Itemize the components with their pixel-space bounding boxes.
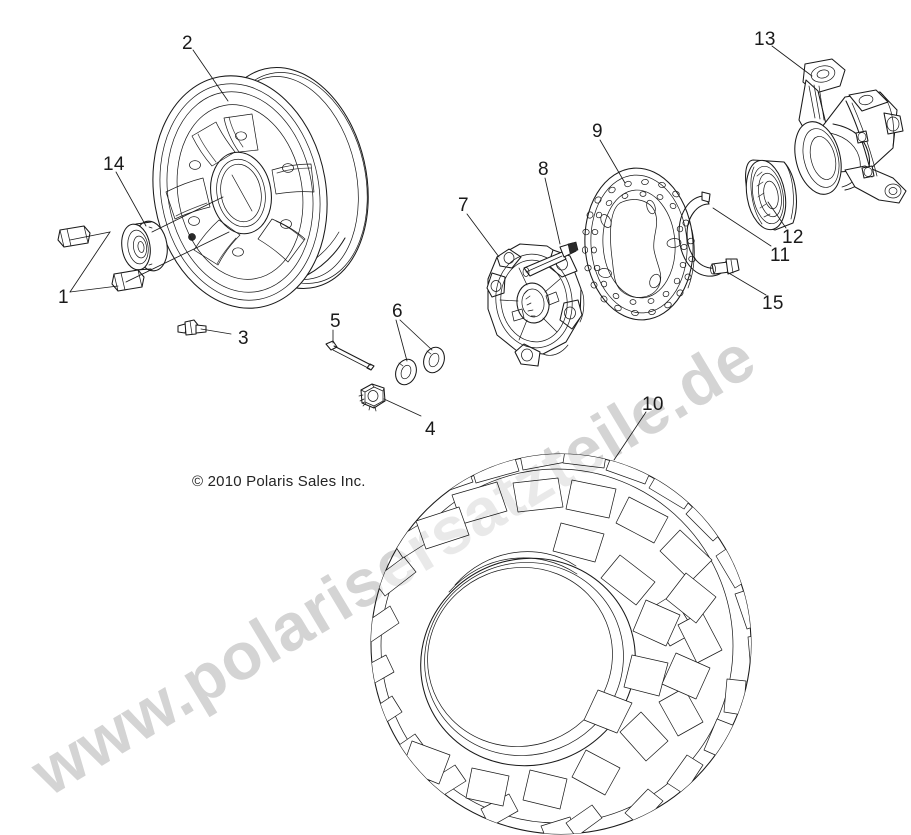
part-washer-b — [423, 346, 445, 374]
part-valve-stem — [177, 319, 207, 336]
callout-5: 5 — [330, 311, 341, 332]
part-steering-knuckle — [794, 58, 907, 204]
part-brake-disc — [581, 167, 696, 321]
callout-11: 11 — [770, 245, 791, 266]
part-knuckle-bolt — [710, 258, 740, 275]
callout-2: 2 — [182, 33, 193, 54]
part-tire — [370, 453, 752, 835]
part-hub-nut — [358, 383, 386, 412]
callout-12: 12 — [782, 227, 804, 248]
callout-8: 8 — [538, 159, 549, 180]
leader-lines — [69, 45, 813, 461]
part-washer-a — [395, 358, 417, 386]
part-wheel-stud-upper — [57, 225, 91, 248]
callout-13: 13 — [754, 29, 776, 50]
callout-15: 15 — [762, 293, 784, 314]
callout-3: 3 — [238, 328, 249, 349]
part-wheel-hub — [486, 243, 585, 367]
callout-14: 14 — [103, 154, 125, 175]
part-hub-cap-seal — [121, 220, 168, 272]
callout-1: 1 — [58, 287, 69, 308]
part-cotter-pin — [325, 340, 375, 371]
callout-10: 10 — [642, 394, 664, 415]
callout-4: 4 — [425, 419, 436, 440]
copyright-notice: © 2010 Polaris Sales Inc. — [192, 473, 366, 490]
part-wheel-bearing — [745, 159, 797, 231]
callout-6: 6 — [392, 301, 403, 322]
callout-7: 7 — [458, 195, 469, 216]
part-wheel-rim — [152, 67, 369, 309]
part-disc-bolt — [522, 241, 579, 277]
part-wheel-stud-lower — [111, 269, 145, 292]
callout-9: 9 — [592, 121, 603, 142]
